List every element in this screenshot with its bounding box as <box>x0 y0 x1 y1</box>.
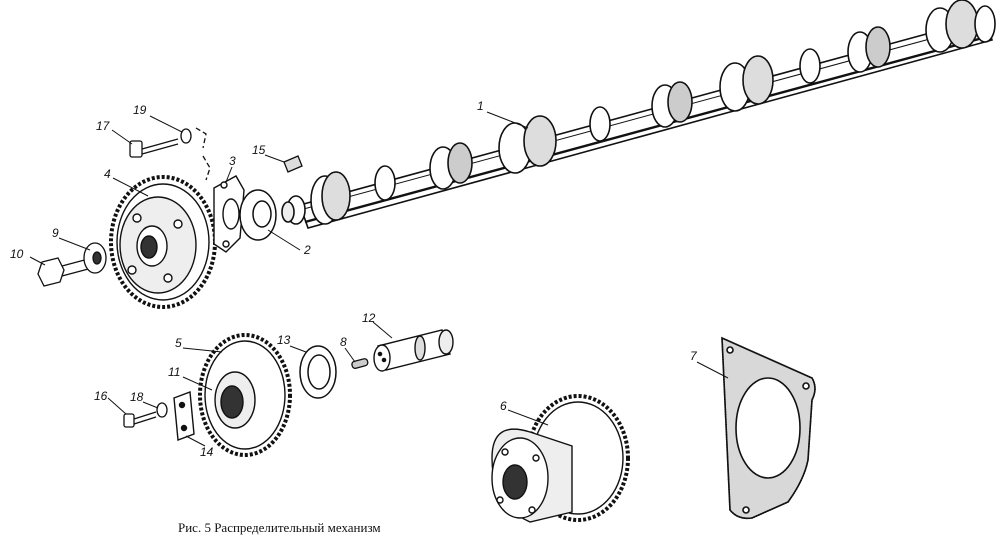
callout-3: 3 <box>229 154 236 168</box>
cover-gasket <box>721 336 816 520</box>
callout-14: 14 <box>200 445 214 459</box>
callout-15: 15 <box>252 143 266 157</box>
camshaft <box>281 0 996 229</box>
callout-10: 10 <box>10 247 24 261</box>
figure-caption: Рис. 5 Распределительный механизм <box>178 520 381 535</box>
callout-9: 9 <box>52 226 59 240</box>
spacer-ring <box>239 189 277 241</box>
lock-washer <box>180 127 211 181</box>
pump-drive-gear <box>491 394 630 523</box>
plate-bolt <box>123 411 157 428</box>
callout-16: 16 <box>94 389 108 403</box>
woodruff-key <box>283 155 303 173</box>
callout-1: 1 <box>477 99 484 113</box>
camshaft-gear <box>109 175 217 309</box>
callout-4: 4 <box>104 167 111 181</box>
retainer-plate <box>173 391 195 441</box>
callout-11: 11 <box>168 365 181 379</box>
callout-6: 6 <box>500 399 507 413</box>
hub-washer <box>83 242 107 274</box>
plate-washer <box>156 402 168 418</box>
thrust-plate <box>213 175 245 253</box>
callout-8: 8 <box>340 335 347 349</box>
callout-12: 12 <box>362 311 376 325</box>
callout-2: 2 <box>304 243 311 257</box>
thrust-ring <box>299 345 337 399</box>
callout-5: 5 <box>175 336 182 350</box>
cam-lobes <box>310 0 996 225</box>
callout-13: 13 <box>277 333 291 347</box>
callout-17: 17 <box>96 119 110 133</box>
callout-18: 18 <box>130 390 144 404</box>
stop-pin <box>351 358 369 369</box>
leader-lines <box>29 111 729 447</box>
callout-7: 7 <box>690 349 697 363</box>
gear-axle <box>373 329 454 372</box>
intermediate-gear <box>198 333 292 457</box>
callout-19: 19 <box>133 103 147 117</box>
gear-bolt <box>129 138 179 158</box>
